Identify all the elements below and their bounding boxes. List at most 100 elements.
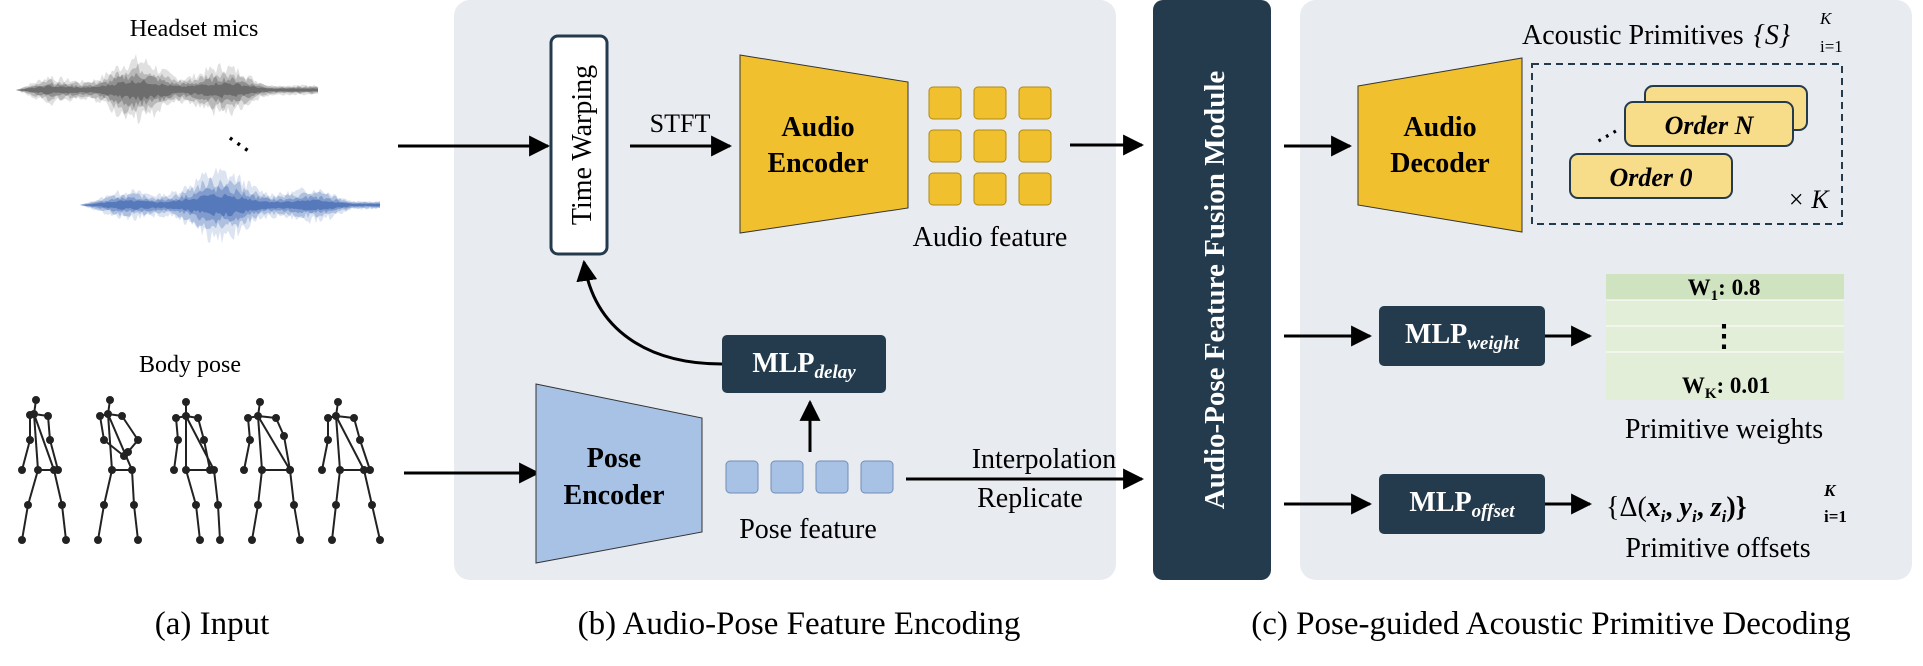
- weight-first-entry: W1: 0.8: [1688, 275, 1761, 304]
- pose-feature-cell: [815, 460, 849, 494]
- skeleton-bone: [217, 504, 221, 541]
- skeleton-bone: [33, 413, 39, 471]
- mlp-delay-box: [722, 335, 886, 393]
- skeleton-joint: [376, 536, 384, 544]
- skeleton-joint: [334, 398, 342, 406]
- weight-row-1: [1606, 274, 1844, 300]
- skeleton-joint: [350, 414, 358, 422]
- weight-row-3: [1606, 326, 1844, 352]
- skeleton-joint: [100, 436, 108, 444]
- skeleton-bone: [257, 415, 263, 471]
- headset-waveform-gray: [16, 54, 318, 125]
- skeleton-bone: [283, 435, 291, 471]
- times-k-label: × K: [1787, 185, 1830, 214]
- skeleton-joint: [246, 436, 254, 444]
- audio-feature-grid: [928, 86, 1052, 206]
- skeleton-joint: [332, 501, 340, 509]
- skeleton-joint: [192, 501, 200, 509]
- skeleton-bone: [257, 469, 263, 506]
- mlp-weight-box: [1379, 306, 1545, 366]
- skeleton-bone: [53, 469, 63, 506]
- offset-subscript: i=1: [1824, 507, 1847, 526]
- audio-feature-cell: [973, 129, 1007, 163]
- skeleton-joint: [94, 536, 102, 544]
- skeleton-joint: [272, 414, 280, 422]
- acoustic-primitives-title: Acoustic Primitives{S}: [1522, 20, 1790, 51]
- audio-decoder-shape: [1357, 57, 1523, 233]
- caption-c: (c) Pose-guided Acoustic Primitive Decod…: [1251, 606, 1850, 642]
- skeleton-joint: [214, 501, 222, 509]
- skeleton-bone: [371, 504, 381, 541]
- skeleton-joint: [356, 436, 364, 444]
- offset-formula: {Δ(xi, yi, zi)}: [1606, 492, 1747, 526]
- mlp-offset-box: [1379, 474, 1545, 534]
- fusion-module-label: Audio-Pose Feature Fusion Module: [1199, 71, 1231, 510]
- skeleton-joint: [182, 398, 190, 406]
- audio-encoder-label-1: Audio: [781, 112, 854, 143]
- skeleton-joint: [106, 396, 114, 404]
- skeleton-bone: [27, 469, 39, 506]
- skeleton-joint: [240, 466, 248, 474]
- skeleton-joint: [194, 414, 202, 422]
- weight-row-4: [1606, 352, 1844, 400]
- skeleton-bone: [49, 439, 59, 471]
- skeleton-bone: [213, 469, 219, 506]
- skeleton-joint: [244, 414, 252, 422]
- pose-encoder-label-2: Encoder: [563, 480, 664, 511]
- headset-waveform-blue: [80, 167, 380, 244]
- skeleton-joint: [128, 466, 136, 474]
- skeleton-joint: [332, 412, 340, 420]
- skeleton-bone: [335, 415, 365, 471]
- skeleton-joint: [254, 412, 262, 420]
- replicate-label: Replicate: [977, 483, 1083, 514]
- pose-feature-row: [725, 460, 894, 494]
- skeleton-bone: [103, 469, 113, 506]
- skeleton-bone: [185, 469, 197, 506]
- skeleton-bone: [131, 469, 135, 506]
- audio-feature-cell: [1018, 86, 1052, 120]
- skeleton-joint: [296, 536, 304, 544]
- skeleton-joint: [18, 536, 26, 544]
- skeleton-bone: [133, 504, 139, 541]
- skeleton-bone: [47, 415, 51, 441]
- pose-feature-label: Pose feature: [739, 514, 877, 545]
- skeleton-joint: [254, 501, 262, 509]
- skeleton-joint: [248, 536, 256, 544]
- pose-encoder-shape: [535, 383, 703, 564]
- primitives-subscript: i=1: [1820, 37, 1843, 56]
- skeleton-joint: [182, 466, 190, 474]
- skeleton-bone: [33, 413, 55, 471]
- audio-feature-cell: [1018, 129, 1052, 163]
- skeleton-bone: [195, 504, 201, 541]
- skeleton-joint: [32, 396, 40, 404]
- body-pose-label: Body pose: [139, 352, 241, 378]
- order-n-card: [1624, 101, 1794, 147]
- skeleton-joint: [18, 466, 26, 474]
- skeleton-joint: [58, 501, 66, 509]
- skeleton-joint: [50, 466, 58, 474]
- weight-row-2: [1606, 300, 1844, 326]
- body-pose-skeletons: [18, 396, 384, 544]
- skeleton-joint: [108, 466, 116, 474]
- skeleton-bone: [99, 415, 105, 441]
- audio-encoder-shape: [739, 54, 909, 234]
- skeleton-bone: [103, 439, 125, 457]
- primitives-superscript: K: [1819, 9, 1833, 28]
- waveform-layer: [16, 79, 318, 101]
- mlp-delay-label: MLPdelay: [752, 348, 856, 383]
- skeleton-joint: [100, 501, 108, 509]
- skeleton-bone: [21, 504, 29, 541]
- audio-decoder-label-2: Decoder: [1390, 148, 1490, 179]
- audio-feature-cell: [928, 129, 962, 163]
- skeleton-bone: [321, 439, 329, 471]
- pose-feature-cell: [770, 460, 804, 494]
- skeleton-joint: [318, 466, 326, 474]
- skeleton-joint: [134, 436, 142, 444]
- skeleton-joint: [336, 466, 344, 474]
- skeleton-joint: [200, 436, 208, 444]
- audio-feature-cell: [928, 86, 962, 120]
- primitives-dashed-box: [1531, 63, 1843, 225]
- skeleton-bone: [61, 504, 67, 541]
- skeleton-bone: [97, 504, 105, 541]
